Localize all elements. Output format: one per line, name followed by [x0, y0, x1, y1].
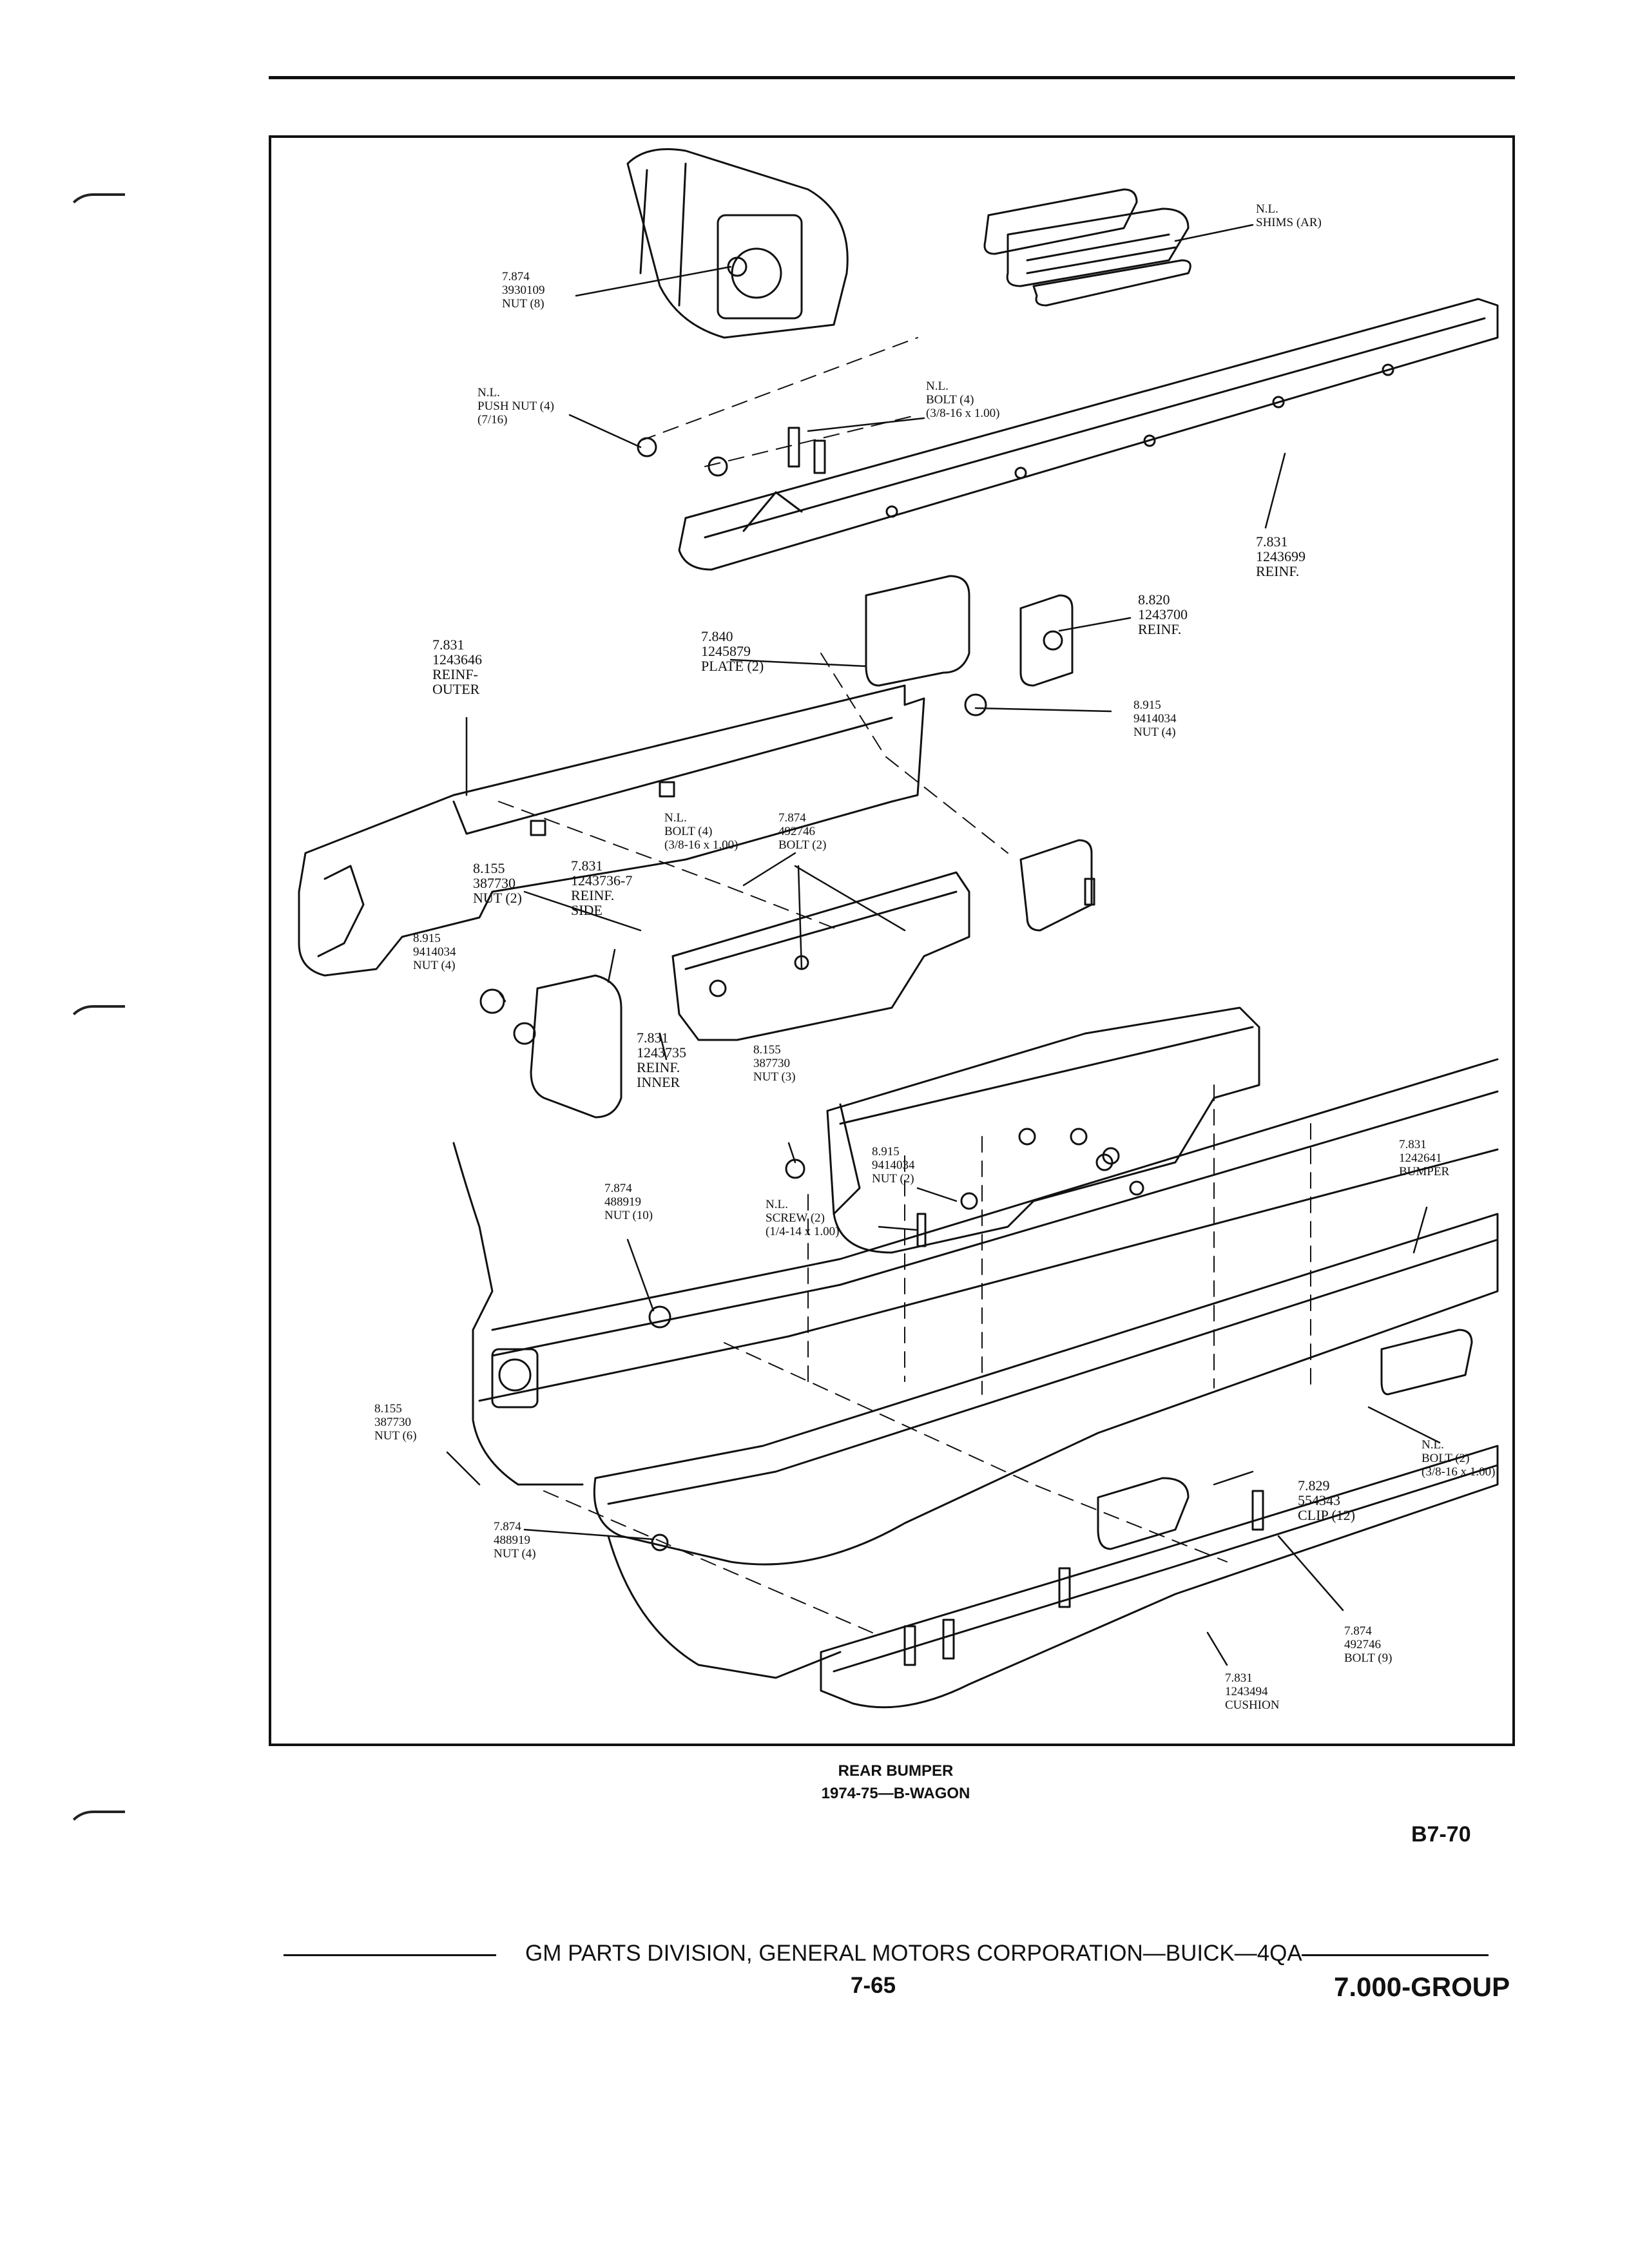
inner-reinforcement: [671, 839, 1093, 1041]
callout-bolt-nl-mid: N.L.BOLT (4)(3/8-16 x 1.00): [664, 811, 738, 852]
group-code: 7.000-GROUP: [1334, 1972, 1510, 2002]
side-reinforcement: [479, 974, 622, 1119]
figure-code: B7-70: [1411, 1822, 1471, 1847]
bumper-bracket: [826, 1006, 1260, 1254]
figure-caption-title: REAR BUMPER: [838, 1762, 954, 1780]
figure-caption-subtitle: 1974-75—B-WAGON: [821, 1785, 970, 1802]
callout-bolt-nl-bottom: N.L.BOLT (2)(3/8-16 x 1.00): [1422, 1438, 1496, 1479]
lower-body-section: [452, 1058, 1499, 1486]
binder-hole-mark: [64, 1005, 125, 1033]
upper-body-corner: [626, 148, 849, 339]
bumper-cushion: [820, 1445, 1499, 1709]
parts-drawing: [298, 148, 1499, 1709]
upper-reinforcement-rail: [678, 298, 1499, 571]
callout-shims: N.L.SHIMS (AR): [1256, 202, 1322, 229]
footer-rule-right: [1302, 1954, 1489, 1956]
footer-rule-left: [284, 1954, 496, 1956]
callout-push-nut: N.L.PUSH NUT (4)(7/16): [477, 386, 554, 427]
leader-lines: [446, 224, 1441, 1666]
binder-hole-mark: [64, 193, 125, 222]
shims-stack: [983, 188, 1191, 307]
outer-reinforcement: [298, 684, 925, 977]
top-rule: [269, 76, 1515, 79]
alignment-lines: [498, 337, 1311, 1633]
binder-hole-mark: [64, 1811, 125, 1839]
page-number: 7-65: [851, 1973, 896, 1998]
publisher-line: GM PARTS DIVISION, GENERAL MOTORS CORPOR…: [525, 1941, 1302, 1966]
callout-bolt-nl-top: N.L.BOLT (4)(3/8-16 x 1.00): [926, 380, 1000, 420]
plate-and-bracket: [865, 575, 1074, 716]
bumper-bar: [593, 1213, 1499, 1679]
callout-screw-nl: N.L.SCREW (2)(1/4-14 x 1.00): [766, 1198, 840, 1238]
